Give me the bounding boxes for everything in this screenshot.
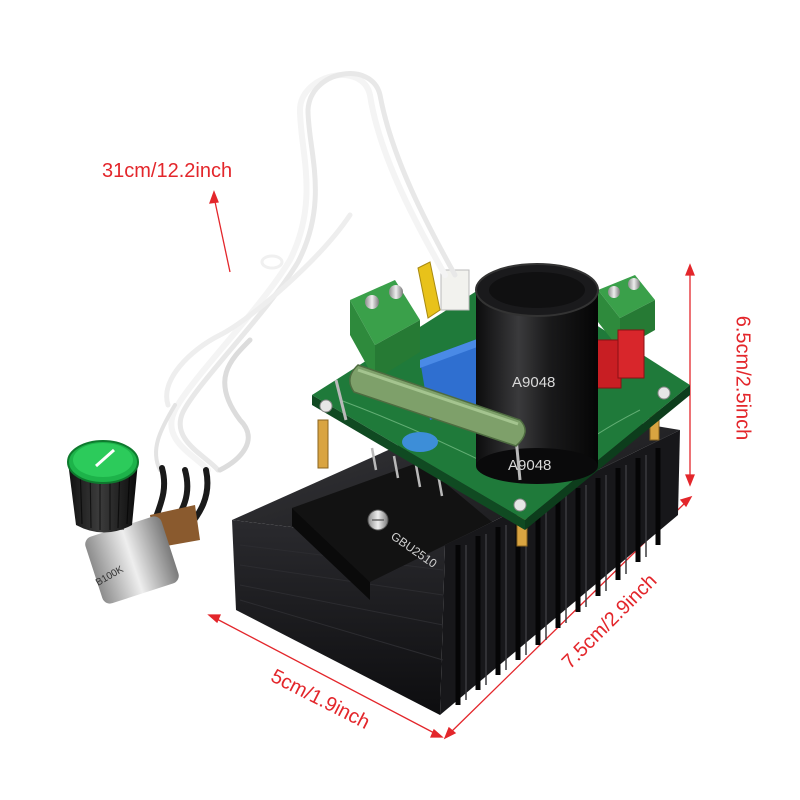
height-label: 6.5cm/2.5inch (731, 315, 754, 441)
cable (154, 71, 458, 473)
power-resistor (334, 364, 526, 481)
knob (67, 440, 139, 533)
bridge-rectifier: GBU2510 (292, 447, 492, 600)
cable-length-label: 31cm/12.2inch (102, 160, 233, 182)
electrolytic-capacitor: A9048 A9048 (475, 263, 599, 484)
capacitor-marking-bottom: A9048 (508, 457, 551, 474)
red-capacitors (594, 329, 645, 389)
terminal-block-left (350, 280, 420, 380)
capacitor-marking-top: A9048 (512, 374, 555, 391)
terminal-block-right (598, 275, 655, 350)
